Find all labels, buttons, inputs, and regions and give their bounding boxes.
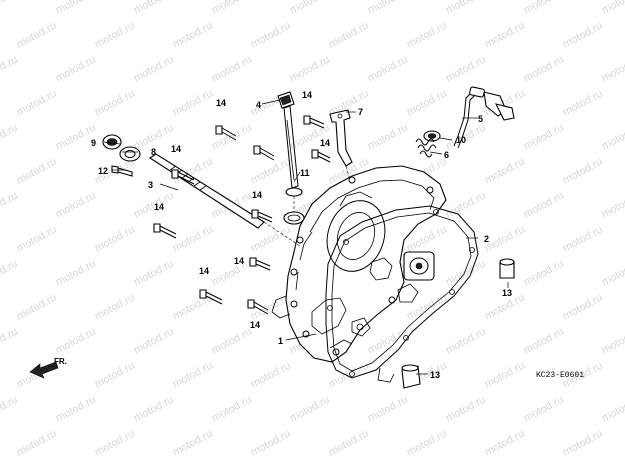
- dowel-pin-right: [499, 258, 515, 279]
- callout-10: 10: [456, 135, 466, 145]
- callout-14-h: 14: [199, 266, 209, 276]
- callout-14-g: 14: [234, 256, 244, 266]
- callout-7: 7: [358, 107, 363, 117]
- callout-14-d: 14: [320, 138, 330, 148]
- callout-11: 11: [300, 168, 310, 178]
- bolt-14-c: [253, 145, 275, 161]
- callout-13-a: 13: [502, 288, 512, 298]
- callouts: 4 14 14 7 5 10 6 9 8 14 14 12 3 11 14 14…: [91, 90, 512, 380]
- bolt-14-f: [251, 209, 273, 223]
- callout-14-i: 14: [250, 320, 260, 330]
- clutch-cable: [453, 86, 515, 149]
- bolt-14-j: [247, 299, 269, 315]
- bolt-14-e: [171, 169, 195, 185]
- bolt-14-b: [303, 115, 325, 129]
- callout-14-b: 14: [302, 90, 312, 100]
- callout-12: 12: [98, 166, 108, 176]
- cover-gasket: [325, 205, 479, 383]
- callout-14-e: 14: [252, 190, 262, 200]
- callout-2: 2: [484, 234, 489, 244]
- callout-4: 4: [256, 100, 261, 110]
- diagram-code: KC23-E0601: [536, 371, 584, 380]
- oil-dipstick: [277, 91, 305, 225]
- dowel-pin-bottom: [401, 364, 421, 389]
- callout-14-a: 14: [216, 98, 226, 108]
- bolts-14: [153, 115, 331, 315]
- callout-3: 3: [148, 180, 153, 190]
- callout-9: 9: [91, 138, 96, 148]
- seal-and-spring: [415, 130, 441, 158]
- cable-bracket: [329, 109, 353, 181]
- bolt-14-a: [215, 125, 237, 141]
- callout-13-b: 13: [430, 370, 440, 380]
- bolt-14-h: [249, 257, 271, 271]
- callout-6: 6: [444, 150, 449, 160]
- callout-8: 8: [151, 147, 156, 157]
- bolt-14-i: [199, 289, 223, 305]
- callout-14-f: 14: [154, 202, 164, 212]
- callout-14-c: 14: [171, 144, 181, 154]
- bolt-14-d: [311, 149, 331, 163]
- bolt-14-g: [153, 223, 177, 239]
- callout-1: 1: [278, 336, 283, 346]
- front-direction-arrow: FR.: [29, 357, 67, 379]
- callout-5: 5: [478, 114, 483, 124]
- direction-label: FR.: [54, 357, 67, 366]
- leader-lines: [103, 99, 509, 375]
- bolt-12: [111, 165, 133, 177]
